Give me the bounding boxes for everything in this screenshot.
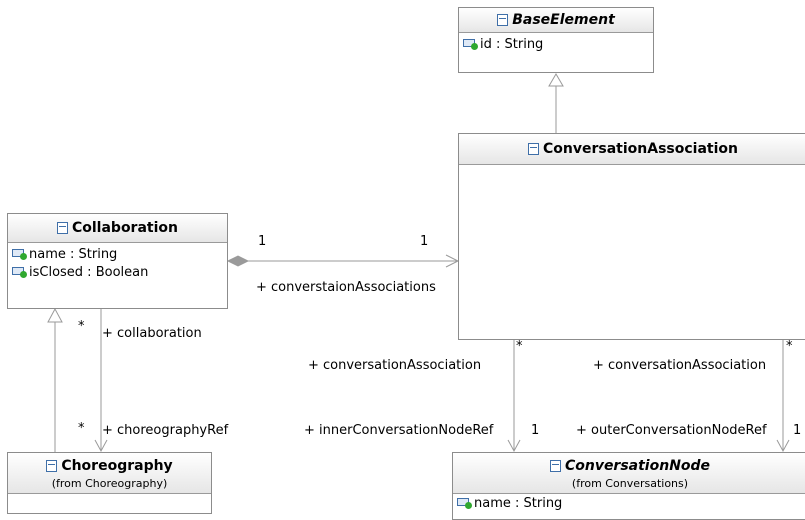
attribute-icon: [12, 266, 27, 278]
class-name: ConversationNode: [564, 458, 711, 474]
class-header: ConversationNode (from Conversations): [453, 453, 805, 494]
attribute-icon: [12, 248, 27, 260]
multiplicity-outer-one: 1: [793, 423, 802, 438]
class-conversation-association[interactable]: ConversationAssociation: [458, 133, 805, 340]
association-arrowhead-choreography: [94, 439, 108, 453]
generalization-arrowhead-collaboration: [47, 307, 63, 323]
class-name: ConversationAssociation: [543, 141, 738, 157]
multiplicity-collaboration-end: 1: [258, 234, 267, 249]
class-header: Choreography (from Choreography): [8, 453, 211, 494]
composition-diamond: [226, 255, 250, 267]
role-conversation-associations: + converstaionAssociations: [256, 280, 436, 295]
class-title: Collaboration: [56, 220, 178, 236]
class-base-element[interactable]: BaseElement id : String: [458, 7, 654, 73]
role-collaboration: + collaboration: [102, 326, 202, 341]
class-conversation-node[interactable]: ConversationNode (from Conversations) na…: [452, 452, 805, 520]
multiplicity-inner-one: 1: [531, 423, 540, 438]
attribute-row[interactable]: name : String: [12, 245, 223, 263]
role-choreography-ref: + choreographyRef: [102, 423, 229, 438]
class-title: ConversationAssociation: [528, 141, 738, 157]
class-icon: [528, 143, 539, 155]
class-header: Collaboration: [8, 214, 227, 243]
class-name: Choreography: [61, 458, 173, 474]
class-icon: [46, 460, 58, 472]
class-title: ConversationNode: [549, 458, 711, 474]
multiplicity-collaboration-star: *: [78, 319, 85, 334]
class-header: ConversationAssociation: [459, 134, 805, 165]
attribute-list: name : String: [453, 494, 805, 512]
class-package: (from Conversations): [571, 477, 689, 490]
attribute-text: isClosed : Boolean: [29, 264, 149, 280]
class-header: BaseElement: [459, 8, 653, 33]
class-name: BaseElement: [512, 12, 615, 28]
attribute-text: id : String: [480, 36, 544, 52]
class-package: (from Choreography): [51, 477, 168, 490]
attribute-list: name : String isClosed : Boolean: [8, 243, 227, 283]
class-title: Choreography: [46, 458, 173, 474]
class-icon: [56, 222, 68, 234]
class-choreography[interactable]: Choreography (from Choreography): [7, 452, 212, 514]
attribute-list: id : String: [459, 33, 653, 55]
class-title: BaseElement: [497, 12, 615, 28]
multiplicity-inner-star: *: [516, 339, 523, 354]
class-collaboration[interactable]: Collaboration name : String isClosed : B…: [7, 213, 228, 309]
multiplicity-outer-star: *: [786, 339, 793, 354]
attribute-icon: [457, 497, 472, 509]
attribute-text: name : String: [474, 495, 563, 511]
class-icon: [497, 14, 509, 26]
attribute-row[interactable]: isClosed : Boolean: [12, 263, 223, 281]
attribute-row[interactable]: id : String: [463, 35, 649, 53]
role-outer-conversation-node-ref: + outerConversationNodeRef: [576, 423, 767, 438]
attribute-icon: [463, 38, 478, 50]
attribute-row[interactable]: name : String: [457, 494, 803, 512]
class-icon: [549, 460, 561, 472]
multiplicity-convassoc-end: 1: [420, 234, 429, 249]
role-outer-conversation-association: + conversationAssociation: [593, 358, 767, 373]
generalization-arrowhead-baseelement: [548, 73, 564, 87]
role-inner-conversation-association: + conversationAssociation: [308, 358, 482, 373]
class-name: Collaboration: [71, 220, 178, 236]
multiplicity-choreography-star: *: [78, 421, 85, 436]
association-arrowhead-outer: [776, 439, 790, 453]
association-arrowhead-inner: [507, 439, 521, 453]
role-inner-conversation-node-ref: + innerConversationNodeRef: [304, 423, 494, 438]
attribute-text: name : String: [29, 246, 118, 262]
